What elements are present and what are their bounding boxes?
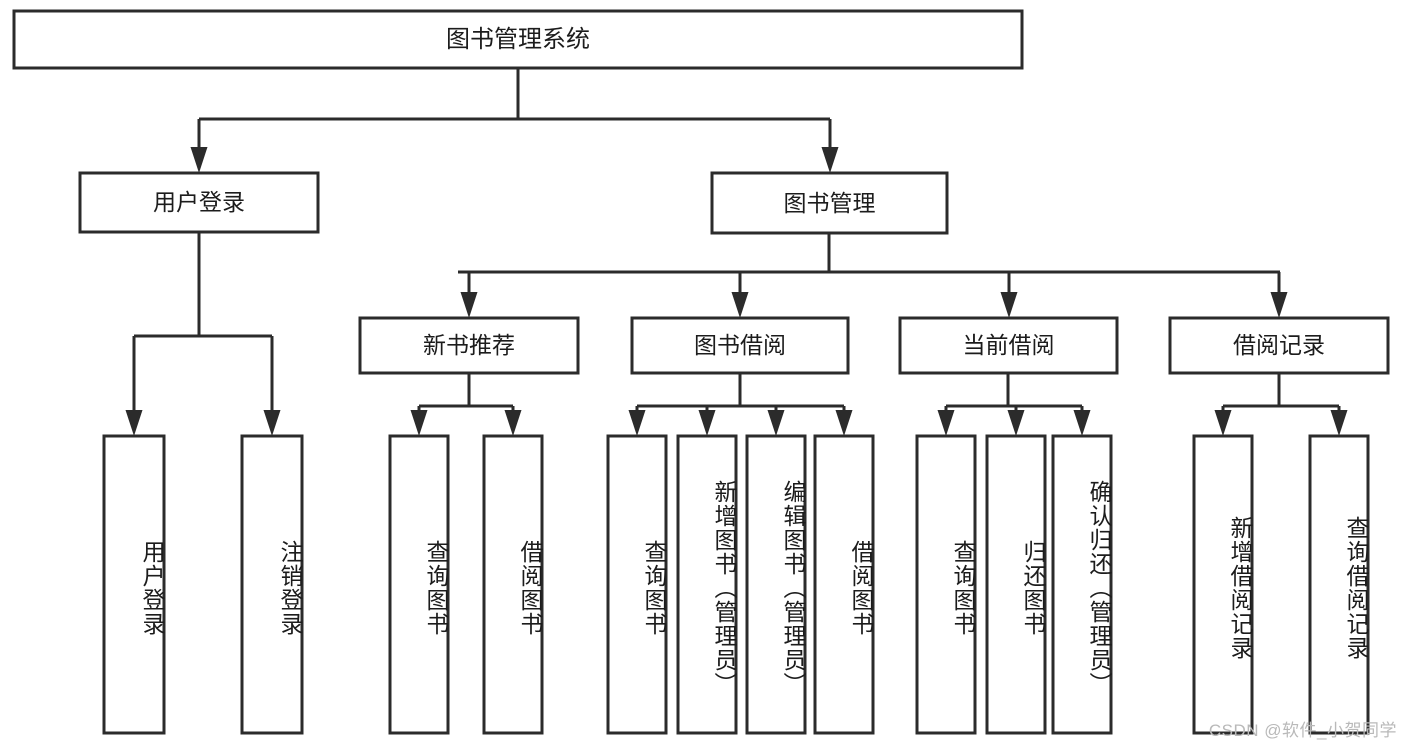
node-leaf-query-book-current[interactable] <box>917 436 975 733</box>
connector-root <box>190 68 839 173</box>
node-leaf-borrow-book-recommend[interactable] <box>484 436 542 733</box>
connector-new-book-recommend <box>410 373 522 436</box>
node-box-leaf-query-borrow-record[interactable] <box>1308 434 1370 735</box>
node-leaf-logout[interactable] <box>242 436 302 733</box>
node-box-layer <box>12 9 1390 735</box>
node-box-current-borrow[interactable] <box>898 316 1119 375</box>
node-box-leaf-borrow-book[interactable] <box>813 434 875 735</box>
node-box-user-login[interactable] <box>78 171 320 234</box>
node-box-leaf-add-book[interactable] <box>676 434 738 735</box>
node-current-borrow[interactable] <box>900 318 1117 373</box>
node-box-book-management[interactable] <box>710 171 949 235</box>
node-leaf-add-book[interactable] <box>678 436 736 733</box>
node-leaf-confirm-return[interactable] <box>1053 436 1111 733</box>
node-box-leaf-edit-book[interactable] <box>745 434 807 735</box>
node-book-management[interactable] <box>712 173 947 233</box>
node-leaf-user-login[interactable] <box>104 436 164 733</box>
node-leaf-edit-book[interactable] <box>747 436 805 733</box>
node-box-leaf-query-book-borrow[interactable] <box>606 434 668 735</box>
node-box-leaf-confirm-return[interactable] <box>1051 434 1113 735</box>
node-box-leaf-query-book-current[interactable] <box>915 434 977 735</box>
node-box-leaf-logout[interactable] <box>240 434 304 735</box>
connector-borrow-record <box>1214 373 1348 436</box>
connector-user-login <box>125 232 281 436</box>
node-box-book-borrow[interactable] <box>630 316 850 375</box>
node-new-book-recommend[interactable] <box>360 318 578 373</box>
node-user-login[interactable] <box>80 173 318 232</box>
node-box-borrow-record[interactable] <box>1168 316 1390 375</box>
node-leaf-borrow-book[interactable] <box>815 436 873 733</box>
node-box-root[interactable] <box>12 9 1024 70</box>
watermark-text: CSDN @软件_小贺同学 <box>1208 721 1397 740</box>
node-leaf-return-book[interactable] <box>987 436 1045 733</box>
node-box-leaf-user-login[interactable] <box>102 434 166 735</box>
node-leaf-add-borrow-record[interactable] <box>1194 436 1252 733</box>
connector-book-management <box>458 233 1288 318</box>
node-box-leaf-borrow-book-recommend[interactable] <box>482 434 544 735</box>
node-borrow-record[interactable] <box>1170 318 1388 373</box>
connector-current-borrow <box>937 373 1091 436</box>
node-book-borrow[interactable] <box>632 318 848 373</box>
connector-layer <box>125 68 1348 436</box>
node-leaf-query-book-recommend[interactable] <box>390 436 448 733</box>
node-leaf-query-borrow-record[interactable] <box>1310 436 1368 733</box>
node-box-leaf-return-book[interactable] <box>985 434 1047 735</box>
node-box-leaf-add-borrow-record[interactable] <box>1192 434 1254 735</box>
node-leaf-query-book-borrow[interactable] <box>608 436 666 733</box>
node-box-new-book-recommend[interactable] <box>358 316 580 375</box>
node-root[interactable] <box>14 11 1022 68</box>
node-box-leaf-query-book-recommend[interactable] <box>388 434 450 735</box>
connector-book-borrow <box>628 373 853 436</box>
